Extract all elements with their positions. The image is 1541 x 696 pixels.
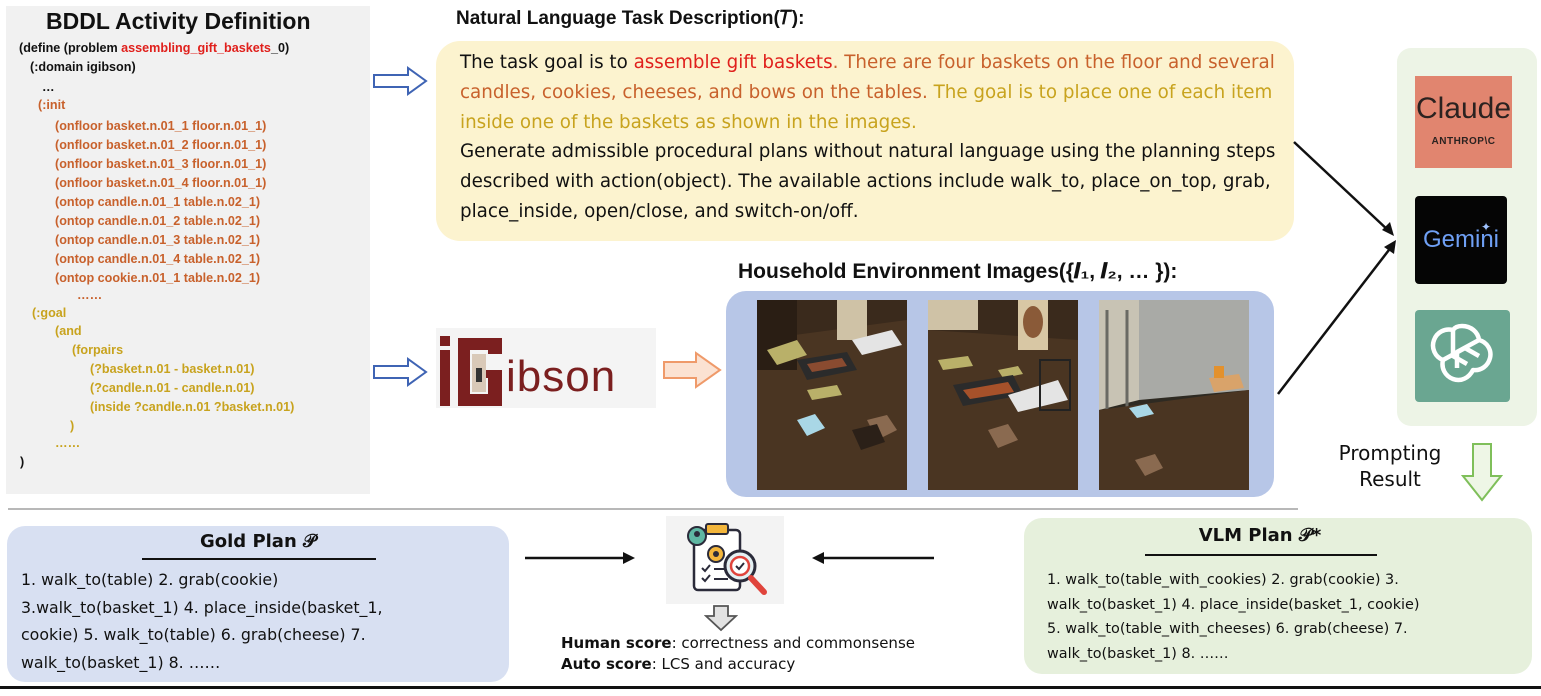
human-score-label: Human score — [561, 634, 672, 652]
bottom-rule — [0, 686, 1541, 689]
bddl-define-line: (define (problem assembling_gift_baskets… — [19, 41, 289, 56]
gold-plan-line: walk_to(basket_1) 8. …… — [21, 652, 221, 672]
bddl-close-paren: ) — [70, 419, 75, 433]
anthropic-name: ANTHROP\C — [1431, 136, 1496, 147]
nl-task-instructions: Generate admissible procedural plans wit… — [460, 141, 1276, 222]
igibson-wordmark: ibson — [506, 352, 617, 401]
auto-score-text: : LCS and accuracy — [651, 655, 796, 673]
bddl-panel — [6, 6, 370, 494]
bddl-goal-line: (inside ?candle.n.01 ?basket.n.01) — [90, 400, 295, 414]
prompting-label-line2: Result — [1359, 467, 1421, 491]
bddl-forpairs-label: (forpairs — [72, 343, 124, 357]
bddl-define-prefix: (define (problem — [19, 41, 122, 55]
gold-plan-underline — [142, 558, 376, 560]
env-images-title: Household Environment Images({𝑰₁, 𝑰₂, … … — [738, 260, 1178, 283]
bddl-init-line: (ontop candle.n.01_4 table.n.02_1) — [55, 252, 261, 266]
bddl-init-line: (onfloor basket.n.01_2 floor.n.01_1) — [55, 138, 267, 152]
openai-icon — [1430, 323, 1493, 383]
vlm-plan-box — [1024, 518, 1532, 674]
gold-plan-box — [7, 526, 509, 682]
arrow-down-icon — [703, 604, 739, 637]
bddl-init-ellipsis: …… — [77, 288, 103, 302]
environment-image — [1099, 300, 1249, 490]
human-score-text: : correctness and commonsense — [671, 634, 915, 652]
prompting-label-line1: Prompting — [1338, 441, 1442, 465]
scores-text: Human score: correctness and commonsense… — [561, 633, 915, 675]
arrow-right-icon — [525, 550, 637, 571]
claude-logo: Claude ANTHROP\C — [1415, 76, 1512, 168]
bddl-final-paren: ) — [20, 455, 25, 469]
igibson-logo: ibson — [436, 328, 656, 408]
bddl-init-line: (ontop candle.n.01_3 table.n.02_1) — [55, 233, 261, 247]
bddl-domain: (:domain igibson) — [30, 60, 136, 74]
arrow-to-models-icon — [1290, 140, 1400, 245]
evaluation-icon — [666, 516, 784, 604]
vlm-plan-line: 5. walk_to(table_with_cheeses) 6. grab(c… — [1047, 621, 1408, 637]
nl-task-intro: The task goal is to — [460, 52, 634, 73]
gemini-logo: Gemini ✦ — [1415, 196, 1507, 284]
arrow-right-icon — [372, 357, 428, 387]
gold-plan-title: Gold Plan 𝒫 — [199, 531, 317, 552]
arrow-right-icon — [662, 350, 722, 390]
nl-task-goal: The goal is to place one of each item in… — [460, 81, 1273, 133]
bddl-init-label: (:init — [38, 98, 66, 112]
nl-task-text: The task goal is to assemble gift basket… — [460, 48, 1290, 227]
arrow-down-icon — [1460, 442, 1504, 507]
bddl-goal-line: (?basket.n.01 - basket.n.01) — [90, 362, 255, 376]
environment-image — [928, 300, 1078, 490]
vlm-plan-title: VLM Plan 𝒫* — [1198, 525, 1322, 546]
bddl-init-line: (onfloor basket.n.01_3 floor.n.01_1) — [55, 157, 267, 171]
vlm-plan-line: walk_to(basket_1) 4. place_inside(basket… — [1047, 596, 1420, 613]
arrow-left-icon — [810, 550, 936, 571]
gold-plan-line: 3.walk_to(basket_1) 4. place_inside(bask… — [21, 597, 383, 617]
auto-score-line: Auto score: LCS and accuracy — [561, 654, 915, 675]
bddl-init-line: (onfloor basket.n.01_4 floor.n.01_1) — [55, 176, 267, 190]
arrow-right-icon — [372, 66, 428, 96]
bddl-init-line: (ontop candle.n.01_1 table.n.02_1) — [55, 195, 261, 209]
nl-task-box — [436, 41, 1294, 241]
chatgpt-logo — [1415, 310, 1510, 402]
bddl-and-label: (and — [55, 324, 82, 338]
gold-plan-line: 1. walk_to(table) 2. grab(cookie) — [21, 570, 279, 589]
bddl-goal-ellipsis: …… — [55, 436, 81, 450]
human-score-line: Human score: correctness and commonsense — [561, 633, 915, 654]
bddl-init-line: (onfloor basket.n.01_1 floor.n.01_1) — [55, 119, 267, 133]
sparkle-icon: ✦ — [1481, 220, 1492, 234]
vlm-plan-underline — [1145, 554, 1377, 556]
environment-image — [757, 300, 907, 490]
auto-score-label: Auto score — [561, 655, 652, 673]
section-divider — [8, 508, 1298, 510]
nl-task-highlight: assemble gift baskets — [633, 52, 833, 73]
bddl-goal-label: (:goal — [32, 306, 67, 320]
claude-name: Claude — [1415, 92, 1512, 125]
nl-task-description: . There are four baskets on the floor an… — [460, 52, 1275, 103]
bddl-title: BDDL Activity Definition — [46, 8, 311, 34]
bddl-problem-name: assembling_gift_baskets — [121, 41, 271, 55]
vlm-plan-text: 1. walk_to(table_with_cookies) 2. grab(c… — [1047, 568, 1517, 666]
gold-plan-text: 1. walk_to(table) 2. grab(cookie) 3.walk… — [21, 566, 501, 676]
nl-task-title: Natural Language Task Description(𝑇): — [456, 8, 805, 29]
bddl-init-line: (ontop candle.n.01_2 table.n.02_1) — [55, 214, 261, 228]
bddl-goal-line: (?candle.n.01 - candle.n.01) — [90, 381, 255, 395]
prompting-result-label: Prompting Result — [1336, 440, 1444, 492]
bddl-problem-suffix: _0) — [270, 41, 290, 55]
gold-plan-line: cookie) 5. walk_to(table) 6. grab(cheese… — [21, 625, 366, 645]
gemini-name: Gemini — [1422, 226, 1500, 253]
arrow-to-models-icon — [1272, 238, 1402, 403]
vlm-plan-line: 1. walk_to(table_with_cookies) 2. grab(c… — [1047, 572, 1399, 588]
bddl-ellipsis: … — [42, 80, 55, 94]
bddl-init-line: (ontop cookie.n.01_1 table.n.02_1) — [55, 271, 261, 285]
vlm-plan-line: walk_to(basket_1) 8. …… — [1047, 645, 1229, 662]
